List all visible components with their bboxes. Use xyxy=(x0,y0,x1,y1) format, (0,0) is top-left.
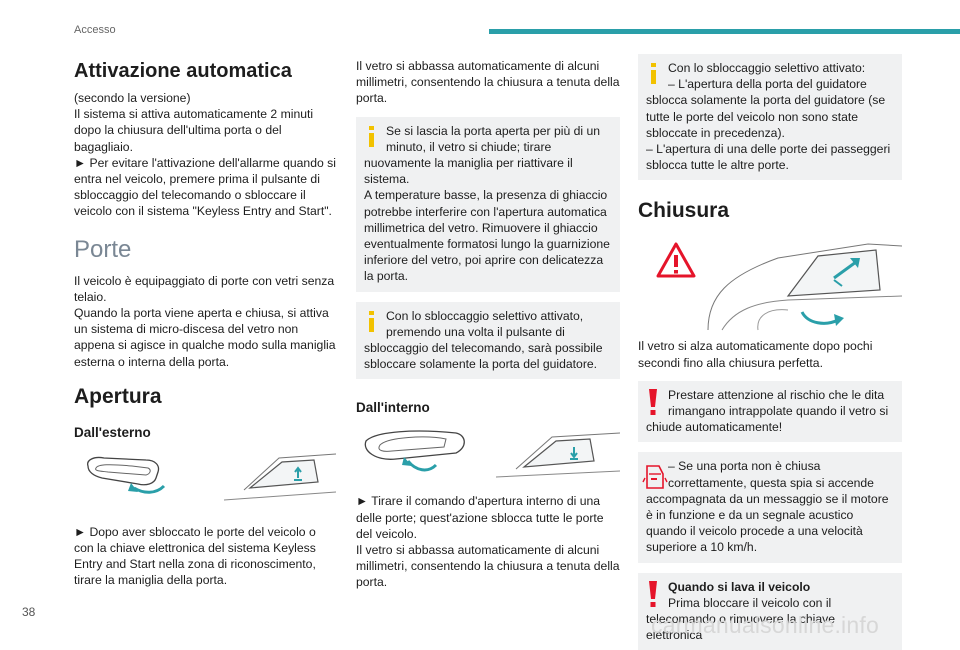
heading-chiusura: Chiusura xyxy=(638,199,730,223)
column-2: Il vetro si abbassa automaticamente di a… xyxy=(356,58,620,591)
paragraph: (secondo la versione) xyxy=(74,91,191,105)
page-number: 38 xyxy=(22,605,36,619)
heading-porte: Porte xyxy=(74,235,132,263)
info-note: Con lo sbloccaggio selettivo attivato: –… xyxy=(638,54,902,181)
info-text: – L'apertura della porta del guidatore xyxy=(668,77,867,92)
heading-attivazione-automatica: Attivazione automatica xyxy=(74,60,292,82)
paragraph: ► Tirare il comando d'apertura interno d… xyxy=(356,494,604,541)
info-text: nuovamente la maniglia per riattivare il… xyxy=(364,156,573,187)
warning-text: telecomando o rimuovere la chiave elettr… xyxy=(646,612,836,643)
info-icon xyxy=(369,125,374,147)
info-text: premendo una volta il pulsante di xyxy=(386,324,565,339)
info-icon xyxy=(651,63,656,84)
closing-window-illustration xyxy=(656,242,902,331)
warning-icon xyxy=(649,580,657,607)
watermark: carmanualsonline.info xyxy=(651,612,879,638)
header-accent-bar xyxy=(489,29,960,34)
info-text: sblocca solamente la porta del guidatore… xyxy=(646,93,886,140)
info-note: Con lo sbloccaggio selettivo attivato, p… xyxy=(356,301,620,380)
warning-title: Quando si lava il veicolo xyxy=(668,579,811,594)
info-text: Con lo sbloccaggio selettivo attivato, xyxy=(386,308,584,323)
column-1: Attivazione automatica (secondo la versi… xyxy=(74,52,336,589)
alarm-text: correttamente, questa spia si accende xyxy=(668,475,874,490)
heading-apertura: Apertura xyxy=(74,384,162,408)
info-text: Se si lascia la porta aperta per più di … xyxy=(386,123,601,138)
info-text: minuto, il vetro si chiude; tirare xyxy=(386,139,552,154)
subheading-dall-esterno: Dall'esterno xyxy=(74,424,151,440)
info-text: – L'apertura di una delle porte dei pass… xyxy=(646,142,891,173)
warning-text: Prestare attenzione al rischio che le di… xyxy=(668,387,885,402)
warning-icon xyxy=(649,388,657,415)
warning-text: rimangano intrappolate quando il vetro s… xyxy=(668,404,889,419)
info-text: A temperature basse, la presenza di ghia… xyxy=(364,188,610,284)
paragraph: Il sistema si attiva automaticamente 2 m… xyxy=(74,107,314,154)
info-text: sbloccaggio del telecomando, sarà possib… xyxy=(364,341,603,372)
interior-handle-illustration xyxy=(364,430,620,478)
column-3: Con lo sbloccaggio selettivo attivato: –… xyxy=(638,54,902,650)
door-open-warning-icon xyxy=(642,465,668,490)
warning-text: chiude automaticamente! xyxy=(646,420,783,435)
warning-text: Prima bloccare il veicolo con il xyxy=(668,595,832,610)
alarm-text: accompagnata da un messaggio se il motor… xyxy=(646,491,889,555)
warning-note: Quando si lava il veicolo Prima bloccare… xyxy=(638,572,902,650)
info-note: Se si lascia la porta aperta per più di … xyxy=(356,116,620,292)
paragraph: Il vetro si alza automaticamente dopo po… xyxy=(638,339,873,370)
warning-note: Prestare attenzione al rischio che le di… xyxy=(638,380,902,443)
paragraph: ► Per evitare l'attivazione dell'allarme… xyxy=(74,155,336,219)
section-label: Accesso xyxy=(74,24,116,36)
alarm-note: – Se una porta non è chiusa correttament… xyxy=(638,452,902,563)
paragraph: Quando la porta viene aperta e chiusa, s… xyxy=(74,306,336,369)
info-icon xyxy=(369,310,374,332)
info-text: Con lo sbloccaggio selettivo attivato: xyxy=(668,61,866,75)
paragraph: Il vetro si abbassa automaticamente di a… xyxy=(356,59,620,106)
alarm-text: – Se una porta non è chiusa xyxy=(668,459,821,474)
paragraph: Il veicolo è equipaggiato di porte con v… xyxy=(74,273,335,304)
paragraph: ► Dopo aver sbloccato le porte del veico… xyxy=(74,524,316,588)
paragraph: Il vetro si abbassa automaticamente di a… xyxy=(356,543,620,590)
exterior-handle-illustration xyxy=(87,453,336,501)
subheading-dall-interno: Dall'interno xyxy=(356,400,430,416)
